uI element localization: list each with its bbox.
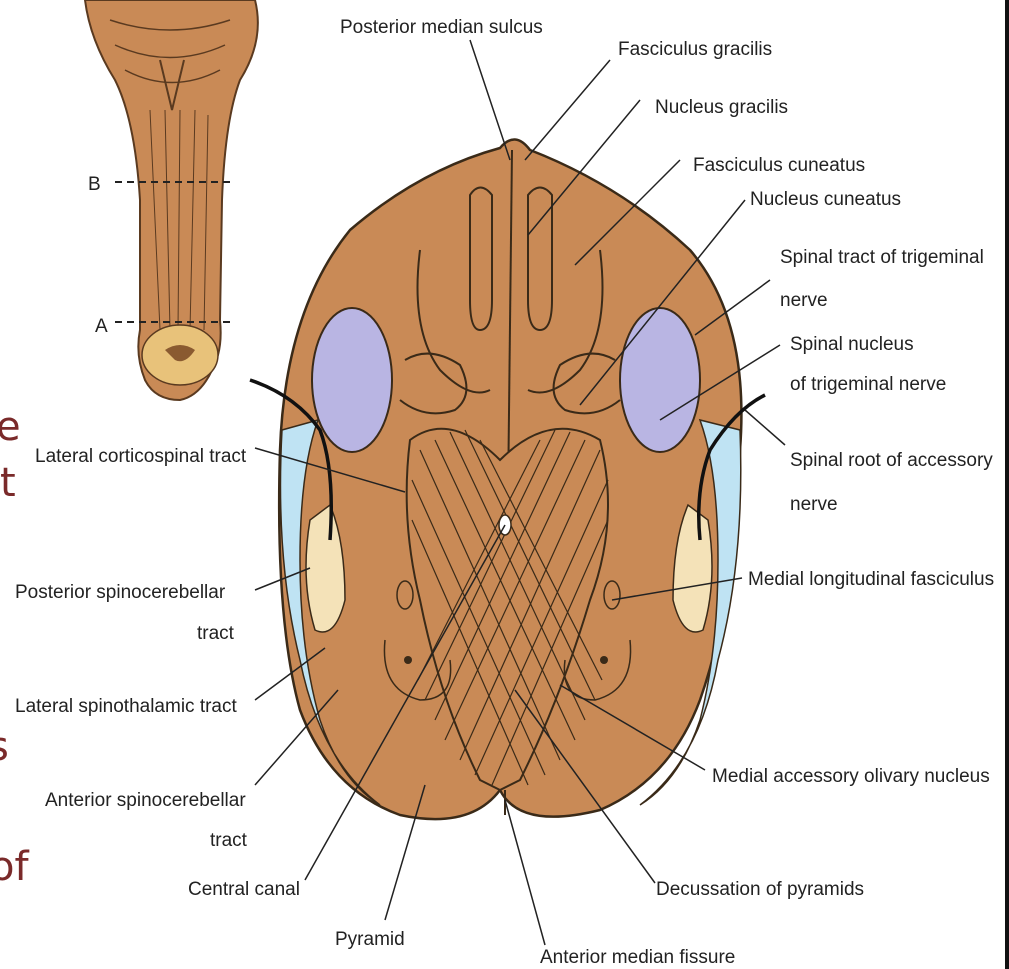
label-posterior-spinocerebellar-cont: tract (197, 623, 235, 644)
label-decussation-of-pyramids: Decussation of pyramids (656, 879, 864, 900)
spinal-nucleus-left (312, 308, 392, 452)
spinal-nucleus-right (620, 308, 700, 452)
level-a-label: A (95, 316, 108, 337)
label-central-canal: Central canal (188, 879, 300, 900)
label-spinal-root-accessory-cont: nerve (790, 494, 838, 515)
level-b-label: B (88, 174, 101, 195)
label-posterior-median-sulcus: Posterior median sulcus (340, 17, 543, 38)
label-spinal-root-accessory: Spinal root of accessory (790, 450, 993, 471)
label-nucleus-cuneatus: Nucleus cuneatus (750, 189, 901, 210)
label-medial-accessory-olivary-nucleus: Medial accessory olivary nucleus (712, 766, 990, 787)
medulla-section (250, 139, 765, 819)
label-anterior-spinocerebellar-cont: tract (210, 830, 248, 851)
label-spinal-tract-trigeminal-cont: nerve (780, 290, 828, 311)
right-edge-border (1005, 0, 1009, 969)
label-medial-longitudinal-fasciculus: Medial longitudinal fasciculus (748, 569, 994, 590)
label-anterior-median-fissure: Anterior median fissure (540, 947, 735, 968)
slide-text-fragments: e t s of (0, 404, 29, 890)
label-fasciculus-gracilis: Fasciculus gracilis (618, 39, 772, 60)
label-nucleus-gracilis: Nucleus gracilis (655, 97, 788, 118)
slide-fragment-3: s (0, 724, 9, 770)
label-lateral-spinothalamic-tract: Lateral spinothalamic tract (15, 696, 237, 717)
label-pyramid: Pyramid (335, 929, 405, 950)
slide-fragment-1: e (0, 404, 21, 450)
label-posterior-spinocerebellar: Posterior spinocerebellar (15, 582, 226, 603)
label-anterior-spinocerebellar: Anterior spinocerebellar (45, 790, 246, 811)
label-spinal-nucleus-trigeminal-cont: of trigeminal nerve (790, 374, 946, 395)
slide-fragment-2: t (0, 460, 16, 506)
label-spinal-nucleus-trigeminal: Spinal nucleus (790, 334, 914, 355)
label-spinal-tract-trigeminal: Spinal tract of trigeminal (780, 247, 984, 268)
slide-fragment-4: of (0, 844, 29, 890)
label-lateral-corticospinal-tract: Lateral corticospinal tract (35, 446, 247, 467)
brainstem-inset: B A (85, 0, 258, 400)
label-fasciculus-cuneatus: Fasciculus cuneatus (693, 155, 865, 176)
